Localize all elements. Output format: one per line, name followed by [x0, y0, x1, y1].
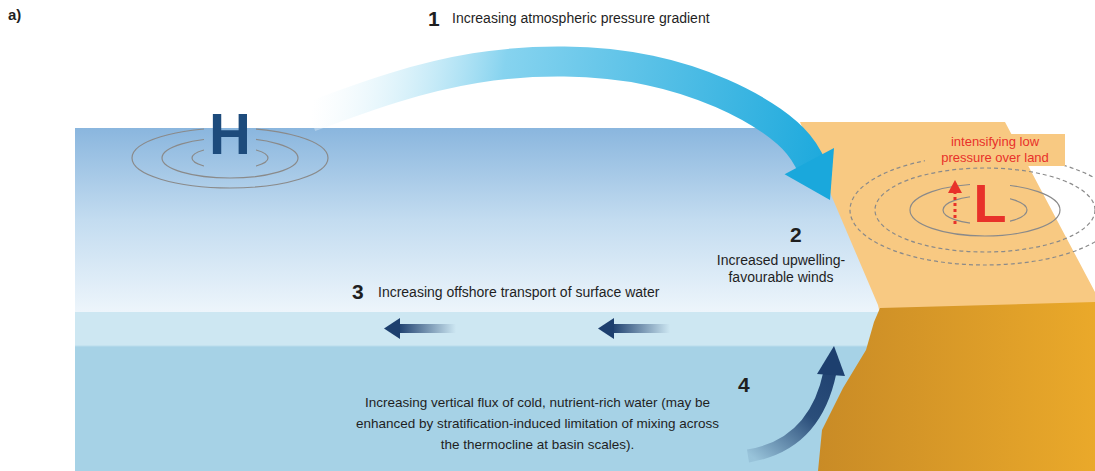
offshore-arrow — [598, 318, 670, 339]
rising-arrow-head — [948, 180, 962, 193]
low-pressure-symbol: intensifying low pressure over landL — [830, 130, 1085, 270]
callout-text: Increasing atmospheric pressure gradient — [452, 10, 710, 27]
callout-number: 2 — [790, 222, 802, 247]
land-surface — [800, 122, 1095, 314]
callout-number: 3 — [352, 279, 364, 304]
arrow-body — [310, 62, 812, 167]
callout-text: Increasing vertical flux of cold, nutrie… — [345, 392, 730, 455]
upwelling-arrow — [748, 372, 830, 456]
rising-arrow — [954, 192, 957, 224]
offshore-arrow — [384, 318, 456, 339]
pressure-letter: L — [970, 176, 1010, 230]
callout-text: Increasing offshore transport of surface… — [378, 284, 659, 301]
coast-cliff — [818, 302, 1095, 471]
callout-text: Increased upwelling-favourable winds — [706, 252, 856, 286]
callout-number: 4 — [738, 372, 750, 397]
arrow-head — [785, 148, 834, 200]
wind-arrow — [310, 62, 834, 200]
ocean-surface — [75, 128, 885, 312]
pressure-letter: H — [150, 105, 310, 163]
pressure-note: intensifying low pressure over land — [925, 134, 1065, 166]
panel-letter: a) — [8, 6, 21, 24]
low-pressure-rings — [850, 155, 1095, 265]
callout-number: 1 — [428, 6, 440, 31]
upwelling-arrow-head — [817, 346, 845, 376]
high-pressure-symbol: H — [150, 105, 310, 195]
